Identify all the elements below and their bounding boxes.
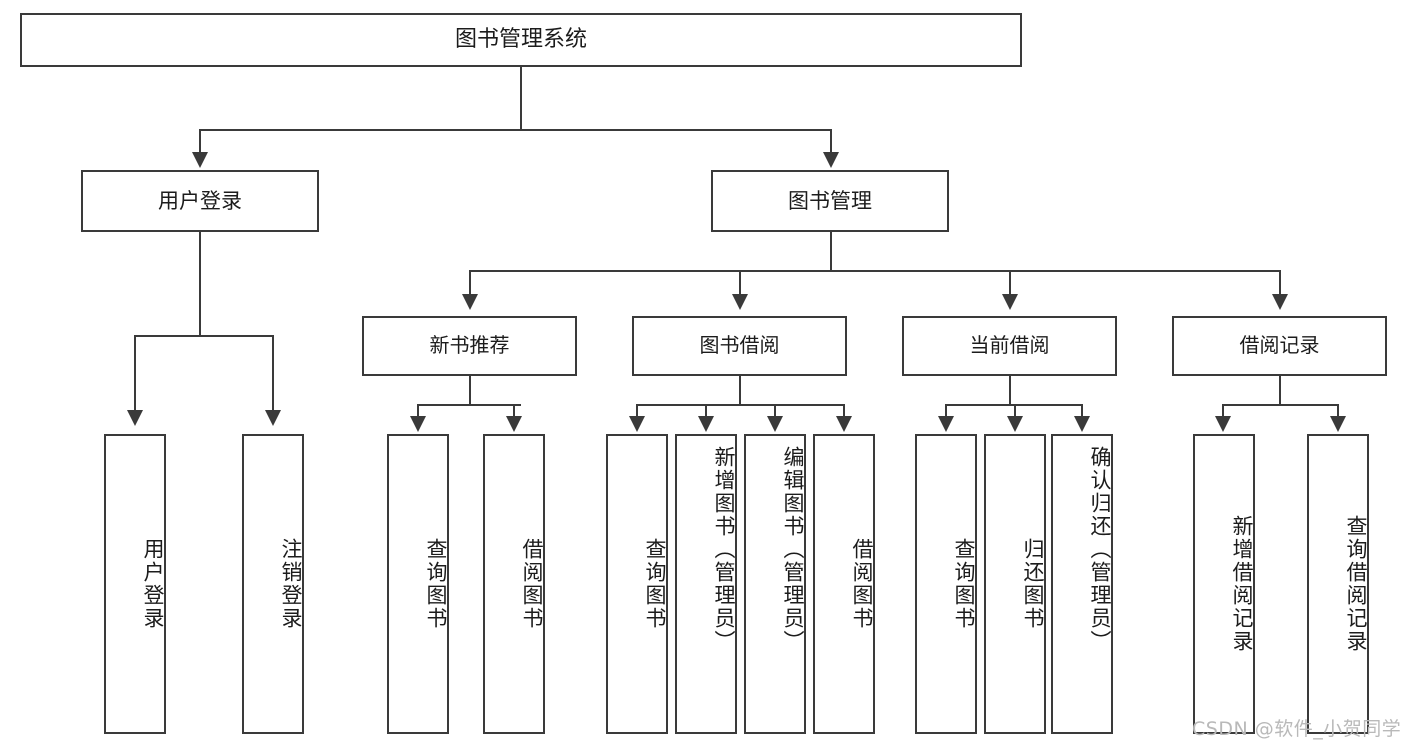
leaf-add-book-admin[interactable]: 新增图书（管理员） (675, 434, 737, 734)
leaf-query-book-borrow[interactable]: 查询图书 (606, 434, 668, 734)
node-new-book-recommend-label: 新书推荐 (429, 333, 510, 358)
connector-currentborrow-bar (945, 404, 1082, 406)
arrow-bookborrow-to-l5 (629, 416, 645, 432)
node-user-login-label: 用户登录 (158, 188, 242, 213)
arrow-book-to-current (1002, 294, 1018, 310)
connector-user-trunk (199, 232, 201, 336)
arrow-root-to-user (192, 152, 208, 168)
connector-root-to-user (199, 129, 201, 156)
connector-currentborrow-trunk (1009, 376, 1011, 406)
leaf-borrow-book-borrow[interactable]: 借阅图书 (813, 434, 875, 734)
leaf-query-borrow-record-label: 查询借阅记录 (1344, 515, 1368, 653)
arrow-bookborrow-to-l7 (767, 416, 783, 432)
connector-root-bar (199, 129, 831, 131)
connector-book-trunk (830, 232, 832, 271)
arrow-currentborrow-to-l10 (1007, 416, 1023, 432)
leaf-user-login-label: 用户登录 (141, 538, 165, 630)
leaf-return-book-label: 归还图书 (1021, 538, 1045, 630)
arrow-newbook-to-l3 (410, 416, 426, 432)
connector-borrowrecord-bar (1222, 404, 1338, 406)
leaf-query-book-current[interactable]: 查询图书 (915, 434, 977, 734)
connector-book-to-record (1279, 270, 1281, 297)
connector-bookborrow-to-l5 (636, 404, 638, 420)
connector-newbook-to-l3 (417, 404, 419, 420)
leaf-borrow-book-newbook[interactable]: 借阅图书 (483, 434, 545, 734)
leaf-confirm-return-admin-label: 确认归还（管理员） (1088, 446, 1112, 653)
connector-currentborrow-to-l11 (1081, 404, 1083, 420)
arrow-book-to-borrow (732, 294, 748, 310)
node-new-book-recommend[interactable]: 新书推荐 (362, 316, 577, 376)
leaf-edit-book-admin[interactable]: 编辑图书（管理员） (744, 434, 806, 734)
leaf-query-book-borrow-label: 查询图书 (643, 538, 667, 630)
connector-bookborrow-to-l6 (705, 404, 707, 420)
connector-user-to-leaf2 (272, 335, 274, 413)
connector-user-bar (134, 335, 273, 337)
arrow-borrowrecord-to-l13 (1330, 416, 1346, 432)
node-user-login[interactable]: 用户登录 (81, 170, 319, 232)
arrow-book-to-record (1272, 294, 1288, 310)
arrow-borrowrecord-to-l12 (1215, 416, 1231, 432)
leaf-query-book-newbook[interactable]: 查询图书 (387, 434, 449, 734)
node-borrow-record[interactable]: 借阅记录 (1172, 316, 1387, 376)
connector-bookborrow-bar (636, 404, 844, 406)
connector-borrowrecord-to-l13 (1337, 404, 1339, 420)
connector-book-to-current (1009, 270, 1011, 297)
connector-book-bar (469, 270, 1281, 272)
connector-book-to-new (469, 270, 471, 297)
connector-newbook-to-l4 (513, 404, 515, 420)
arrow-user-to-leaf1 (127, 410, 143, 426)
connector-user-to-leaf1 (134, 335, 136, 413)
leaf-return-book[interactable]: 归还图书 (984, 434, 1046, 734)
arrow-currentborrow-to-l11 (1074, 416, 1090, 432)
leaf-borrow-book-newbook-label: 借阅图书 (520, 538, 544, 630)
leaf-confirm-return-admin[interactable]: 确认归还（管理员） (1051, 434, 1113, 734)
arrow-bookborrow-to-l8 (836, 416, 852, 432)
leaf-add-borrow-record-label: 新增借阅记录 (1230, 515, 1254, 653)
connector-borrowrecord-trunk (1279, 376, 1281, 406)
arrow-user-to-leaf2 (265, 410, 281, 426)
node-current-borrow[interactable]: 当前借阅 (902, 316, 1117, 376)
leaf-query-book-newbook-label: 查询图书 (424, 538, 448, 630)
connector-book-to-borrow (739, 270, 741, 297)
leaf-user-logout[interactable]: 注销登录 (242, 434, 304, 734)
node-root-label: 图书管理系统 (454, 27, 587, 53)
node-book-borrow-label: 图书借阅 (699, 333, 780, 358)
node-book-manage-label: 图书管理 (788, 188, 872, 213)
leaf-user-logout-label: 注销登录 (279, 538, 303, 630)
connector-newbook-trunk (469, 376, 471, 406)
node-book-borrow[interactable]: 图书借阅 (632, 316, 847, 376)
arrow-book-to-new (462, 294, 478, 310)
leaf-query-book-current-label: 查询图书 (952, 538, 976, 630)
arrow-newbook-to-l4 (506, 416, 522, 432)
leaf-add-book-admin-label: 新增图书（管理员） (712, 446, 736, 653)
arrow-root-to-book (823, 152, 839, 168)
leaf-edit-book-admin-label: 编辑图书（管理员） (781, 446, 805, 653)
connector-borrowrecord-to-l12 (1222, 404, 1224, 420)
connector-bookborrow-trunk (739, 376, 741, 406)
node-root-system[interactable]: 图书管理系统 (20, 13, 1022, 67)
node-borrow-record-label: 借阅记录 (1239, 333, 1320, 358)
connector-newbook-bar (417, 404, 521, 406)
connector-root-to-book (830, 129, 832, 156)
leaf-user-login[interactable]: 用户登录 (104, 434, 166, 734)
connector-bookborrow-to-l7 (774, 404, 776, 420)
connector-bookborrow-to-l8 (843, 404, 845, 420)
connector-currentborrow-to-l10 (1014, 404, 1016, 420)
leaf-add-borrow-record[interactable]: 新增借阅记录 (1193, 434, 1255, 734)
node-current-borrow-label: 当前借阅 (969, 333, 1050, 358)
leaf-query-borrow-record[interactable]: 查询借阅记录 (1307, 434, 1369, 734)
connector-root-trunk (520, 67, 522, 130)
node-book-manage[interactable]: 图书管理 (711, 170, 949, 232)
arrow-currentborrow-to-l9 (938, 416, 954, 432)
arrow-bookborrow-to-l6 (698, 416, 714, 432)
leaf-borrow-book-borrow-label: 借阅图书 (850, 538, 874, 630)
connector-currentborrow-to-l9 (945, 404, 947, 420)
